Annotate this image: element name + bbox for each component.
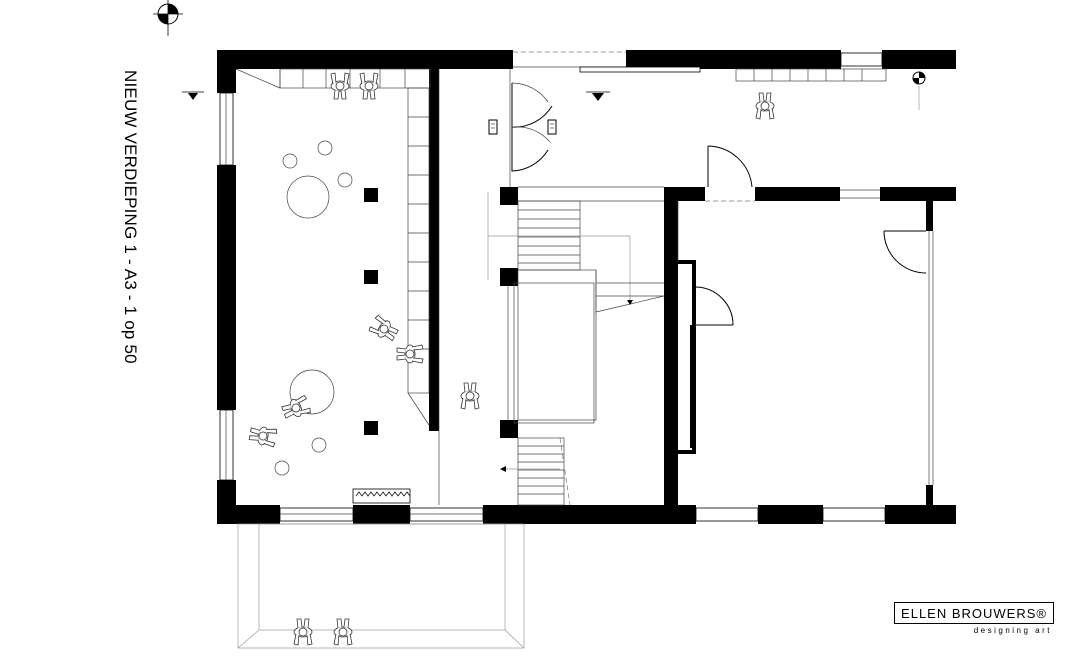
level-marker-icon — [182, 91, 204, 100]
person-icon — [359, 72, 379, 100]
brand-tagline: designing art — [973, 626, 1052, 635]
person-icon — [248, 424, 278, 448]
balcony — [237, 523, 525, 649]
person-icon — [367, 314, 401, 344]
person-icon — [280, 394, 312, 422]
brand-name: ELLEN BROUWERS® — [894, 602, 1054, 624]
windows — [219, 51, 886, 522]
section-marker-icon — [153, 0, 183, 36]
drawing-title: NIEUW VERDIEPING 1 - A3 - 1 op 50 — [121, 70, 140, 364]
top-right-shelving — [735, 68, 887, 82]
person-icon — [755, 92, 775, 120]
level-marker-icon — [586, 91, 610, 101]
partition-lines — [438, 69, 934, 505]
brand-logo: ELLEN BROUWERS® designing art — [878, 602, 1054, 635]
interior-walls — [364, 68, 956, 505]
exterior-walls — [217, 50, 956, 524]
person-icon — [396, 344, 424, 364]
person-icon — [460, 382, 480, 410]
person-icon — [333, 618, 353, 646]
person-icon — [330, 72, 350, 100]
left-room-furniture — [235, 68, 431, 504]
section-marker-icon — [912, 71, 926, 110]
person-icon — [293, 618, 313, 646]
doors — [488, 82, 927, 326]
staircase — [487, 192, 665, 506]
